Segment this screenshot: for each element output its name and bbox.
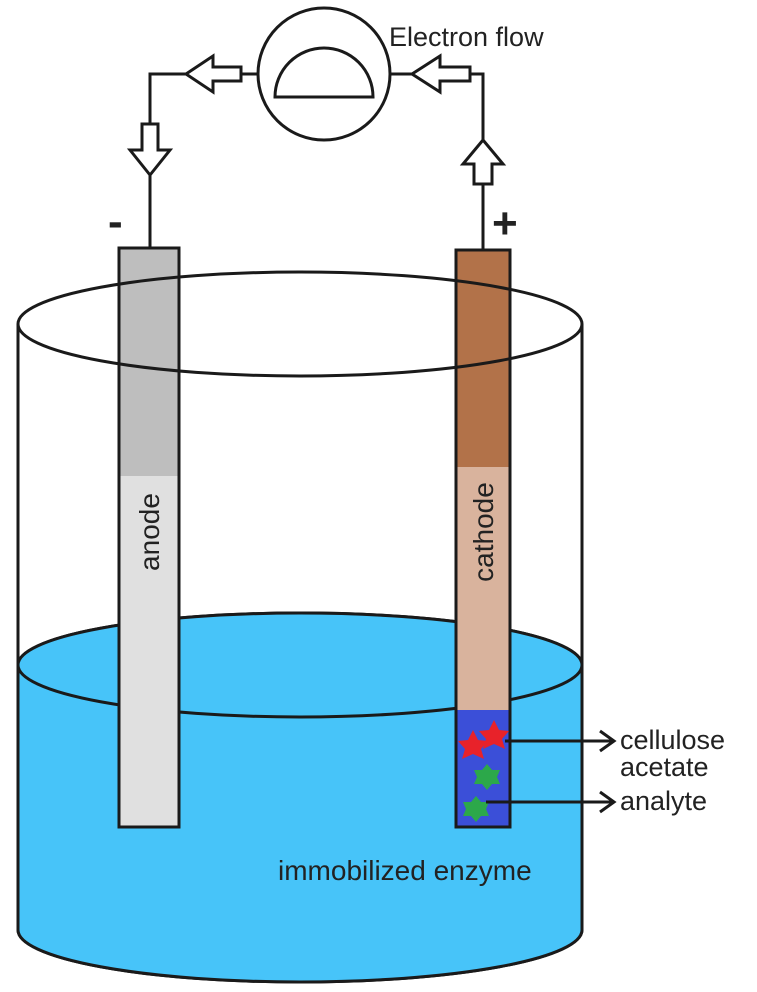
cathode-outline: [454, 248, 512, 829]
immobilized-enzyme-label: immobilized enzyme: [278, 855, 532, 886]
cellulose-acetate-line2: acetate: [620, 752, 709, 782]
cellulose-acetate-label: cellulose acetate: [620, 725, 733, 782]
positive-terminal-label: +: [492, 199, 518, 248]
cathode-bottom: [456, 467, 510, 710]
pointer-lines: [486, 729, 617, 814]
cathode-label: cathode: [468, 482, 499, 582]
arrow-left-icon: [183, 53, 243, 95]
cellulose-acetate-line1: cellulose: [620, 725, 725, 755]
wire-cathode: [470, 72, 485, 250]
electron-flow-arrows: [126, 53, 507, 186]
beaker-rim-back: [16, 270, 584, 325]
circuit-wires: [148, 72, 485, 250]
negative-terminal-label: -: [108, 197, 123, 246]
anode-outline: [117, 246, 181, 829]
meter: [256, 6, 392, 142]
arrow-down-icon: [126, 122, 174, 178]
electron-flow-label: Electron flow: [389, 22, 544, 52]
arrow-left-icon-2: [409, 53, 472, 95]
arrow-up-icon: [459, 137, 507, 186]
anode-top: [119, 248, 179, 476]
anode-label: anode: [134, 493, 165, 571]
red-particle-icon: [458, 730, 488, 759]
anode-bottom: [119, 476, 179, 827]
meter-dial-icon: [273, 46, 375, 99]
particles: [458, 720, 509, 822]
green-particle-icon: [474, 764, 500, 790]
pointer-cellulose: [505, 729, 617, 753]
red-particle-icon-2: [479, 720, 509, 749]
analyte-label: analyte: [620, 786, 707, 816]
anode-electrode: [117, 246, 181, 829]
pointer-analyte: [486, 790, 617, 814]
beaker-rim-front: [16, 323, 584, 378]
wire-anode: [148, 72, 186, 248]
green-particle-icon-2: [463, 796, 489, 822]
